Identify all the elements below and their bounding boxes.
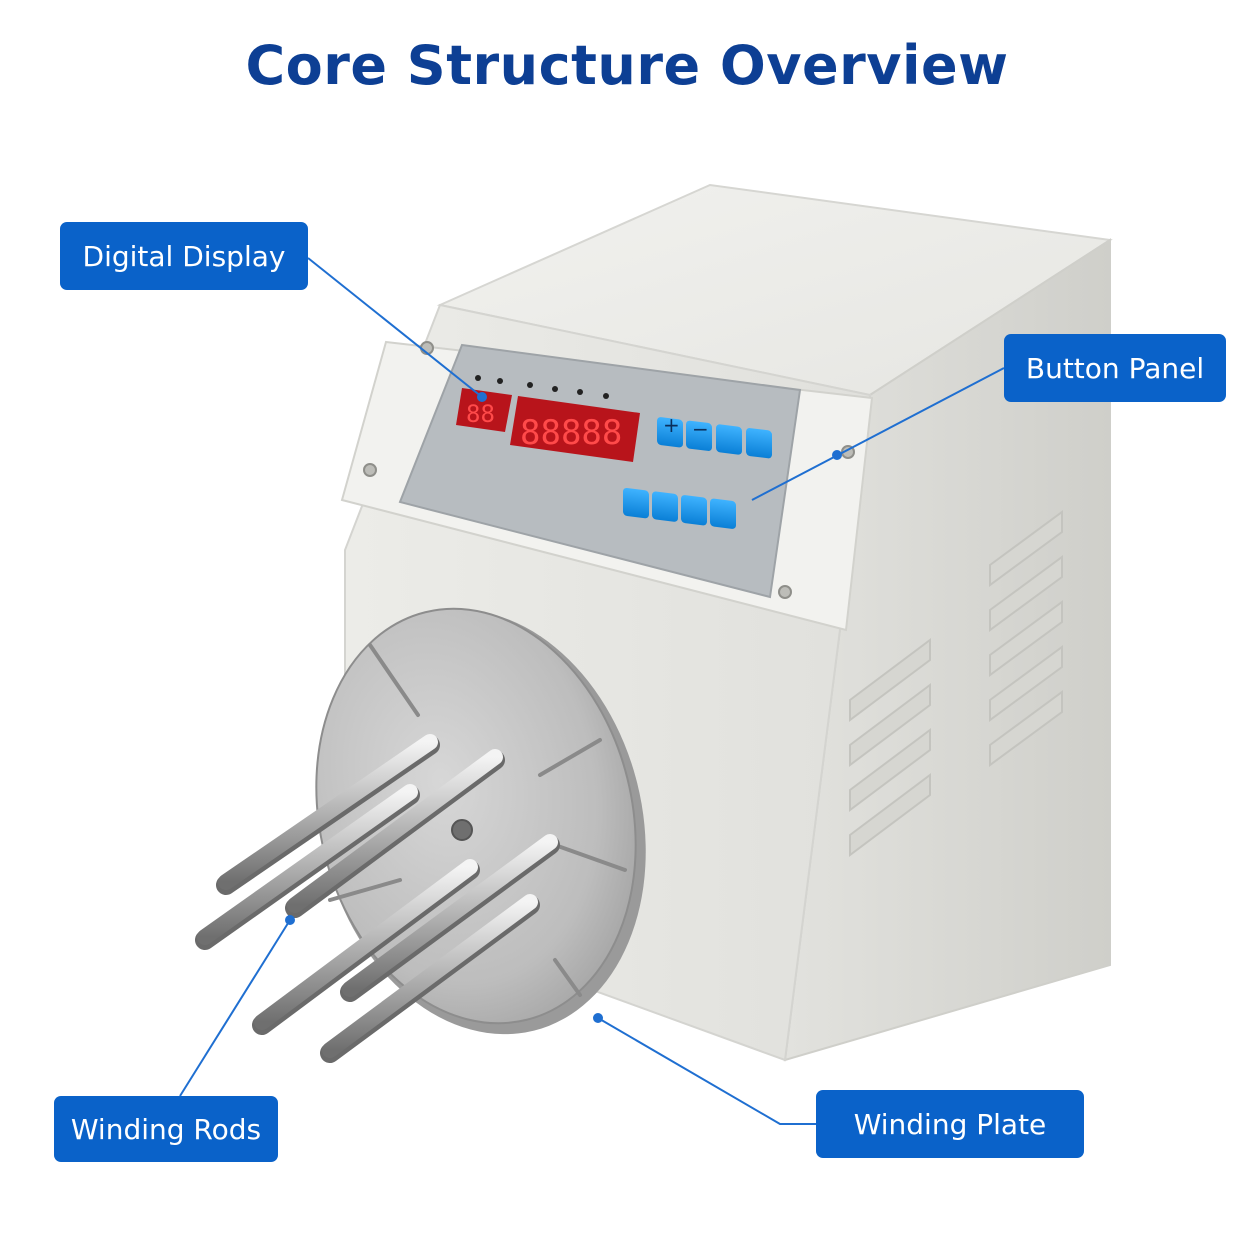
key-5[interactable] xyxy=(623,487,649,519)
key-4[interactable] xyxy=(746,428,772,459)
minus-key[interactable] xyxy=(686,420,712,451)
rod xyxy=(320,894,540,1063)
callout-digital-display: Digital Display xyxy=(60,222,308,290)
key-8[interactable] xyxy=(710,498,736,529)
key-6[interactable] xyxy=(652,491,678,522)
callout-button-panel: Button Panel xyxy=(1004,334,1226,402)
callout-winding-plate: Winding Plate xyxy=(816,1090,1084,1158)
rod xyxy=(285,749,505,918)
winding-rods xyxy=(195,734,560,1063)
indicator-leds xyxy=(475,375,609,399)
display-main-readout: 88888 xyxy=(520,413,622,453)
key-3[interactable] xyxy=(716,424,742,455)
rod xyxy=(195,784,420,950)
side-vents xyxy=(849,510,1063,857)
plus-key-label: + xyxy=(663,413,680,437)
rod xyxy=(216,734,440,895)
button-panel[interactable]: + − xyxy=(623,413,772,529)
display-small-readout: 88 xyxy=(466,400,495,428)
callout-winding-rods: Winding Rods xyxy=(54,1096,278,1162)
digital-display: 88 88888 xyxy=(456,388,640,462)
plus-key[interactable] xyxy=(657,417,683,448)
rod xyxy=(340,834,560,1002)
minus-key-label: − xyxy=(692,417,709,441)
key-7[interactable] xyxy=(681,495,707,526)
rod xyxy=(252,859,480,1035)
page-title: Core Structure Overview xyxy=(245,34,1009,97)
leader-lines xyxy=(179,257,1005,1125)
control-panel: 88 88888 + − xyxy=(398,343,802,599)
